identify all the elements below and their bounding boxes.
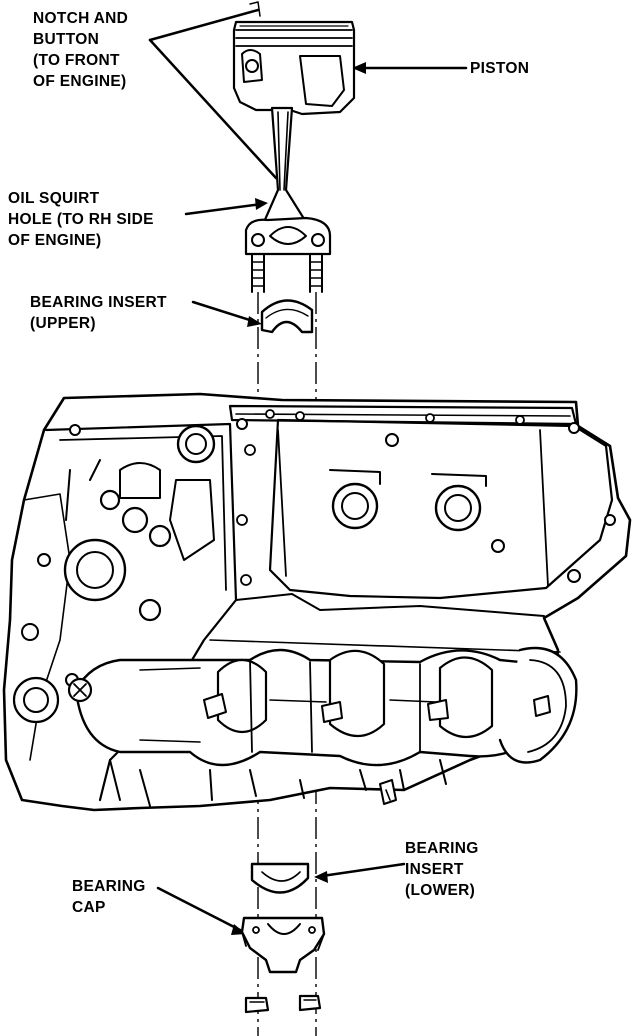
connecting-rod	[244, 106, 332, 293]
bearing-insert-lower	[250, 862, 310, 894]
label-bearing-insert-upper: BEARING INSERT (UPPER)	[30, 292, 167, 334]
label-bearing-insert-lower: BEARING INSERT (LOWER)	[405, 838, 479, 901]
label-line: BEARING	[405, 840, 479, 857]
label-line: (UPPER)	[30, 315, 96, 332]
label-line: OIL SQUIRT	[8, 190, 100, 207]
engine-block	[2, 392, 632, 812]
label-line: HOLE (TO RH SIDE	[8, 211, 154, 228]
label-line: BUTTON	[33, 31, 100, 48]
label-line: CAP	[72, 899, 106, 916]
label-line: BEARING INSERT	[30, 294, 167, 311]
rod-nuts	[244, 994, 322, 1014]
label-bearing-cap: BEARING CAP	[72, 876, 146, 918]
label-piston: PISTON	[470, 58, 529, 79]
label-line: (LOWER)	[405, 882, 476, 899]
label-notch-and-button: NOTCH AND BUTTON (TO FRONT OF ENGINE)	[33, 8, 128, 92]
label-oil-squirt-hole: OIL SQUIRT HOLE (TO RH SIDE OF ENGINE)	[8, 188, 154, 251]
label-line: OF ENGINE)	[33, 73, 127, 90]
label-line: INSERT	[405, 861, 464, 878]
label-line: PISTON	[470, 60, 530, 77]
bearing-insert-upper	[260, 299, 314, 334]
label-line: BEARING	[72, 878, 146, 895]
bearing-cap	[240, 916, 326, 974]
piston	[232, 1, 356, 116]
label-line: (TO FRONT	[33, 52, 120, 69]
label-line: NOTCH AND	[33, 10, 129, 27]
label-line: OF ENGINE)	[8, 232, 102, 249]
